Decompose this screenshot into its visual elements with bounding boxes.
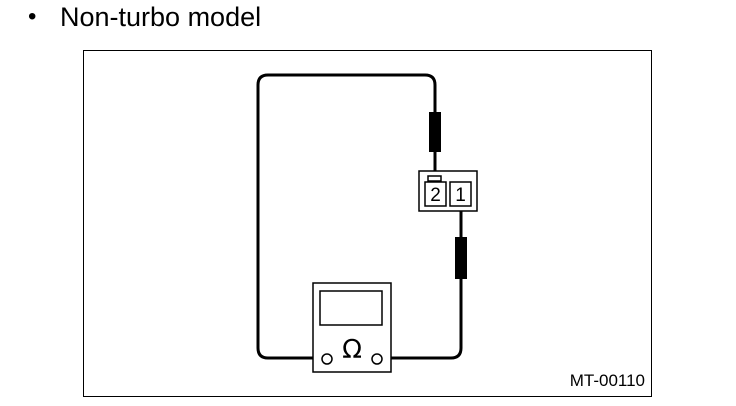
connector: 2 1 (418, 170, 478, 212)
probe-upper (429, 112, 441, 152)
bullet-icon: • (28, 3, 37, 30)
wiring-diagram-figure: 2 1 Ω MT-00110 (83, 50, 652, 397)
probe-lower (455, 237, 467, 279)
connector-pin-1-label: 1 (455, 185, 466, 206)
connector-pin-2-label: 2 (430, 185, 441, 206)
ohm-symbol: Ω (342, 335, 362, 365)
connector-pin-1-box (449, 181, 472, 207)
section-heading: • Non-turbo model (28, 0, 261, 34)
figure-code: MT-00110 (569, 371, 645, 390)
ohmmeter-display (319, 290, 383, 326)
wire-top-loop (256, 73, 437, 360)
connector-pin-2-box (424, 181, 447, 207)
ohmmeter-terminal-left (321, 353, 333, 365)
connector-lock-tab (427, 175, 442, 182)
wire-bottom (380, 199, 463, 360)
ohmmeter-terminal-right (371, 353, 383, 365)
wiring-diagram: 2 1 Ω (256, 73, 478, 373)
heading-text: Non-turbo model (60, 2, 262, 32)
ohmmeter: Ω (312, 282, 392, 373)
